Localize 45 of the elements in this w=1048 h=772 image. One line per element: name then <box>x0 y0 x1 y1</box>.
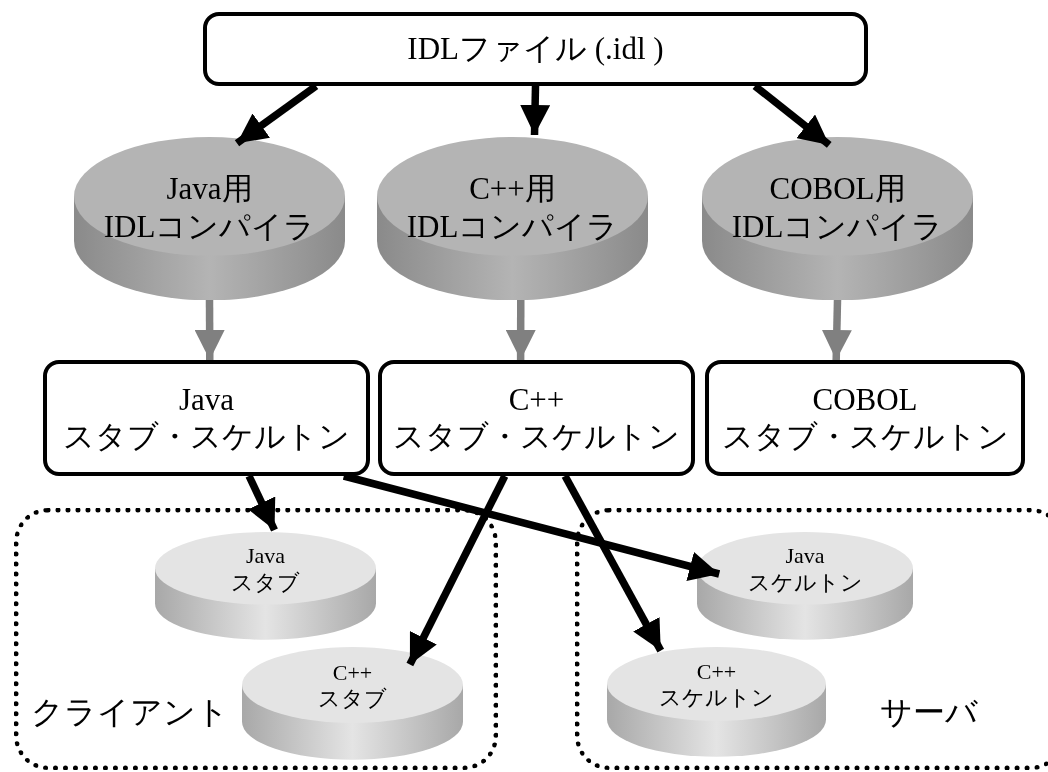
node-label: COBOL用 <box>769 170 906 208</box>
rounded-box <box>378 360 695 476</box>
node-label: スタブ <box>318 686 387 713</box>
arrow <box>752 83 832 148</box>
node-label: IDLコンパイラ <box>731 207 944 245</box>
node-label: IDLコンパイラ <box>103 207 316 245</box>
node-label: スタブ <box>231 569 300 596</box>
node-label: Java <box>178 380 235 418</box>
node-label: IDLファイル (.idl ) <box>407 30 664 68</box>
arrow <box>561 474 665 653</box>
arrow <box>520 85 551 136</box>
node-label: C++ <box>696 658 737 686</box>
node-label: スタブ・スケルトン <box>393 418 680 456</box>
rounded-box <box>705 360 1025 476</box>
arrow <box>342 472 721 581</box>
node-label: スタブ・スケルトン <box>63 418 350 456</box>
region-label: サーバ <box>880 693 978 732</box>
dotted-region <box>575 508 1048 770</box>
node-label: COBOL <box>812 380 918 418</box>
compiler-disc <box>375 135 650 300</box>
file-disc <box>240 645 465 760</box>
file-disc <box>605 645 828 757</box>
rounded-box <box>43 360 370 476</box>
rounded-box <box>203 12 868 86</box>
node-label: スケルトン <box>747 569 863 596</box>
arrow <box>194 300 225 360</box>
node-label: C++ <box>508 380 565 418</box>
node-label: スタブ・スケルトン <box>721 418 1009 456</box>
node-label: スケルトン <box>659 685 774 712</box>
arrow <box>505 300 536 360</box>
node-label: C++用 <box>469 170 556 208</box>
dotted-region <box>14 508 498 770</box>
node-label: Java <box>785 543 825 570</box>
compiler-disc <box>700 135 975 300</box>
node-label: Java <box>245 543 286 570</box>
region-label: クライアント <box>31 693 229 732</box>
file-disc <box>153 530 378 640</box>
file-disc <box>695 530 915 640</box>
node-label: C++ <box>332 660 373 687</box>
arrow <box>406 474 509 667</box>
arrow <box>245 474 278 532</box>
compiler-disc <box>72 135 347 300</box>
node-label: Java用 <box>166 170 253 208</box>
node-label: IDLコンパイラ <box>406 207 619 245</box>
arrow <box>821 299 852 361</box>
